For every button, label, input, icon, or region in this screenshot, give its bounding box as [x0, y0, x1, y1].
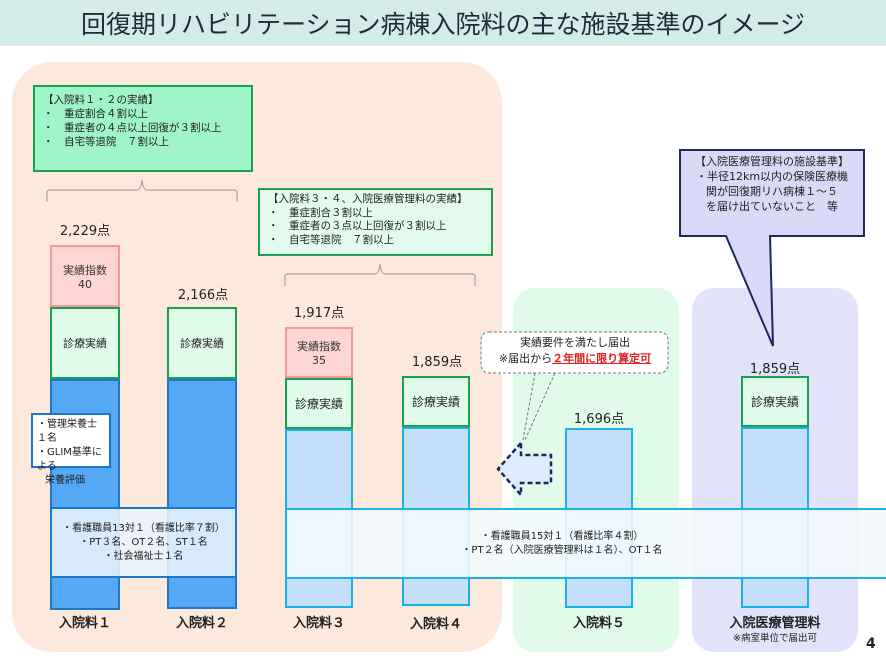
- staff-box-1-2: ・看護職員13対１（看護比率７割） ・PT３名、OT２名、ST１名 ・社会福祉士…: [50, 507, 237, 578]
- brace-1-2: [46, 179, 238, 202]
- criteria-box-1-2: 【入院料１・２の実績】 ・ 重症割合４割以上 ・ 重症者の４点以上回復が３割以上…: [33, 85, 253, 172]
- mgmt-criteria-callout: 【入院医療管理料の施設基準】 ・半径12km以内の保険医療機 関が回復期リハ病棟…: [680, 154, 864, 214]
- criteria-heading: 【入院料１・２の実績】: [43, 94, 159, 106]
- criteria-item: ・ 重症者の４点以上回復が３割以上: [43, 122, 222, 134]
- clinical-results-box: 診療実績: [167, 307, 237, 379]
- callout-line: ・半径12km以内の保険医療機: [695, 170, 849, 183]
- points-label: 1,917点: [293, 306, 345, 321]
- nutrition-box: ・管理栄養士１名 ・GLIM基準による 栄養評価: [31, 413, 111, 486]
- brace-3-4: [284, 263, 476, 286]
- criteria-item: ・ 自宅等退院 ７割以上: [43, 136, 169, 148]
- page-number: 4: [866, 636, 876, 652]
- label-ward-4: 入院料４: [409, 617, 462, 632]
- notice-pointer: [480, 331, 669, 441]
- criteria-box-3-4: 【入院料３・４、入院医療管理料の実績】 ・ 重症割合３割以上 ・ 重症者の３点以…: [258, 188, 493, 256]
- notice-prefix: ※届出から: [498, 352, 553, 365]
- callout-pointer: [679, 149, 865, 347]
- points-label: 2,166点: [177, 288, 229, 303]
- perf-index-value: 40: [78, 277, 92, 291]
- clinical-results-box: 診療実績: [741, 376, 809, 427]
- page-title: 回復期リハビリテーション病棟入院料の主な施設基準のイメージ: [0, 0, 886, 46]
- criteria-item: ・ 自宅等退院 ７割以上: [268, 233, 394, 246]
- management-note: ※病室単位で届出可: [733, 633, 817, 644]
- left-arrow-icon: [496, 441, 553, 499]
- label-management: 入院医療管理料: [729, 616, 821, 631]
- label-ward-3: 入院料３: [292, 616, 345, 631]
- staff-line: ・社会福祉士１名: [103, 550, 184, 562]
- points-label: 1,859点: [411, 355, 463, 370]
- notice-box: 実績要件を満たし届出 ※届出から２年間に限り算定可: [480, 335, 670, 367]
- callout-line: を届け出ていないこと 等: [706, 200, 838, 213]
- perf-index-label: 実績指数: [63, 263, 107, 277]
- points-label: 1,696点: [573, 412, 625, 427]
- nutrition-line: ・管理栄養士１名: [37, 419, 97, 444]
- points-label: 2,229点: [59, 224, 111, 239]
- perf-index-label: 実績指数: [297, 340, 341, 353]
- label-ward-5: 入院料５: [572, 616, 625, 631]
- criteria-item: ・ 重症割合３割以上: [268, 206, 373, 219]
- criteria-item: ・ 重症者の３点以上回復が３割以上: [268, 220, 447, 232]
- staff-line: ・PT２名（入院医療管理料は１名）、OT１名: [461, 544, 663, 556]
- label-ward-2: 入院料２: [175, 616, 228, 631]
- notice-line: 実績要件を満たし届出: [520, 336, 630, 349]
- staff-line: ・看護職員13対１（看護比率７割）: [62, 522, 225, 534]
- criteria-heading: 【入院料３・４、入院医療管理料の実績】: [268, 193, 468, 205]
- label-ward-1: 入院料１: [58, 616, 111, 631]
- perf-index-value: 35: [312, 354, 326, 367]
- clinical-results-box: 診療実績: [50, 307, 120, 379]
- points-label: 1,859点: [749, 362, 801, 377]
- nutrition-line: 栄養評価: [45, 475, 85, 486]
- callout-heading: 【入院医療管理料の施設基準】: [695, 155, 849, 168]
- criteria-item: ・ 重症割合４割以上: [43, 108, 148, 120]
- nutrition-line: ・GLIM基準による: [37, 447, 102, 472]
- staff-box-3-5: ・看護職員15対１（看護比率４割） ・PT２名（入院医療管理料は１名）、OT１名: [285, 508, 886, 579]
- staff-line: ・看護職員15対１（看護比率４割）: [480, 530, 644, 542]
- notice-emphasis: ２年間に限り算定可: [552, 352, 652, 365]
- clinical-results-box: 診療実績: [402, 376, 470, 427]
- callout-line: 関が回復期リハ病棟１～５: [706, 185, 838, 198]
- clinical-results-box: 診療実績: [285, 378, 353, 429]
- staff-line: ・PT３名、OT２名、ST１名: [79, 536, 208, 548]
